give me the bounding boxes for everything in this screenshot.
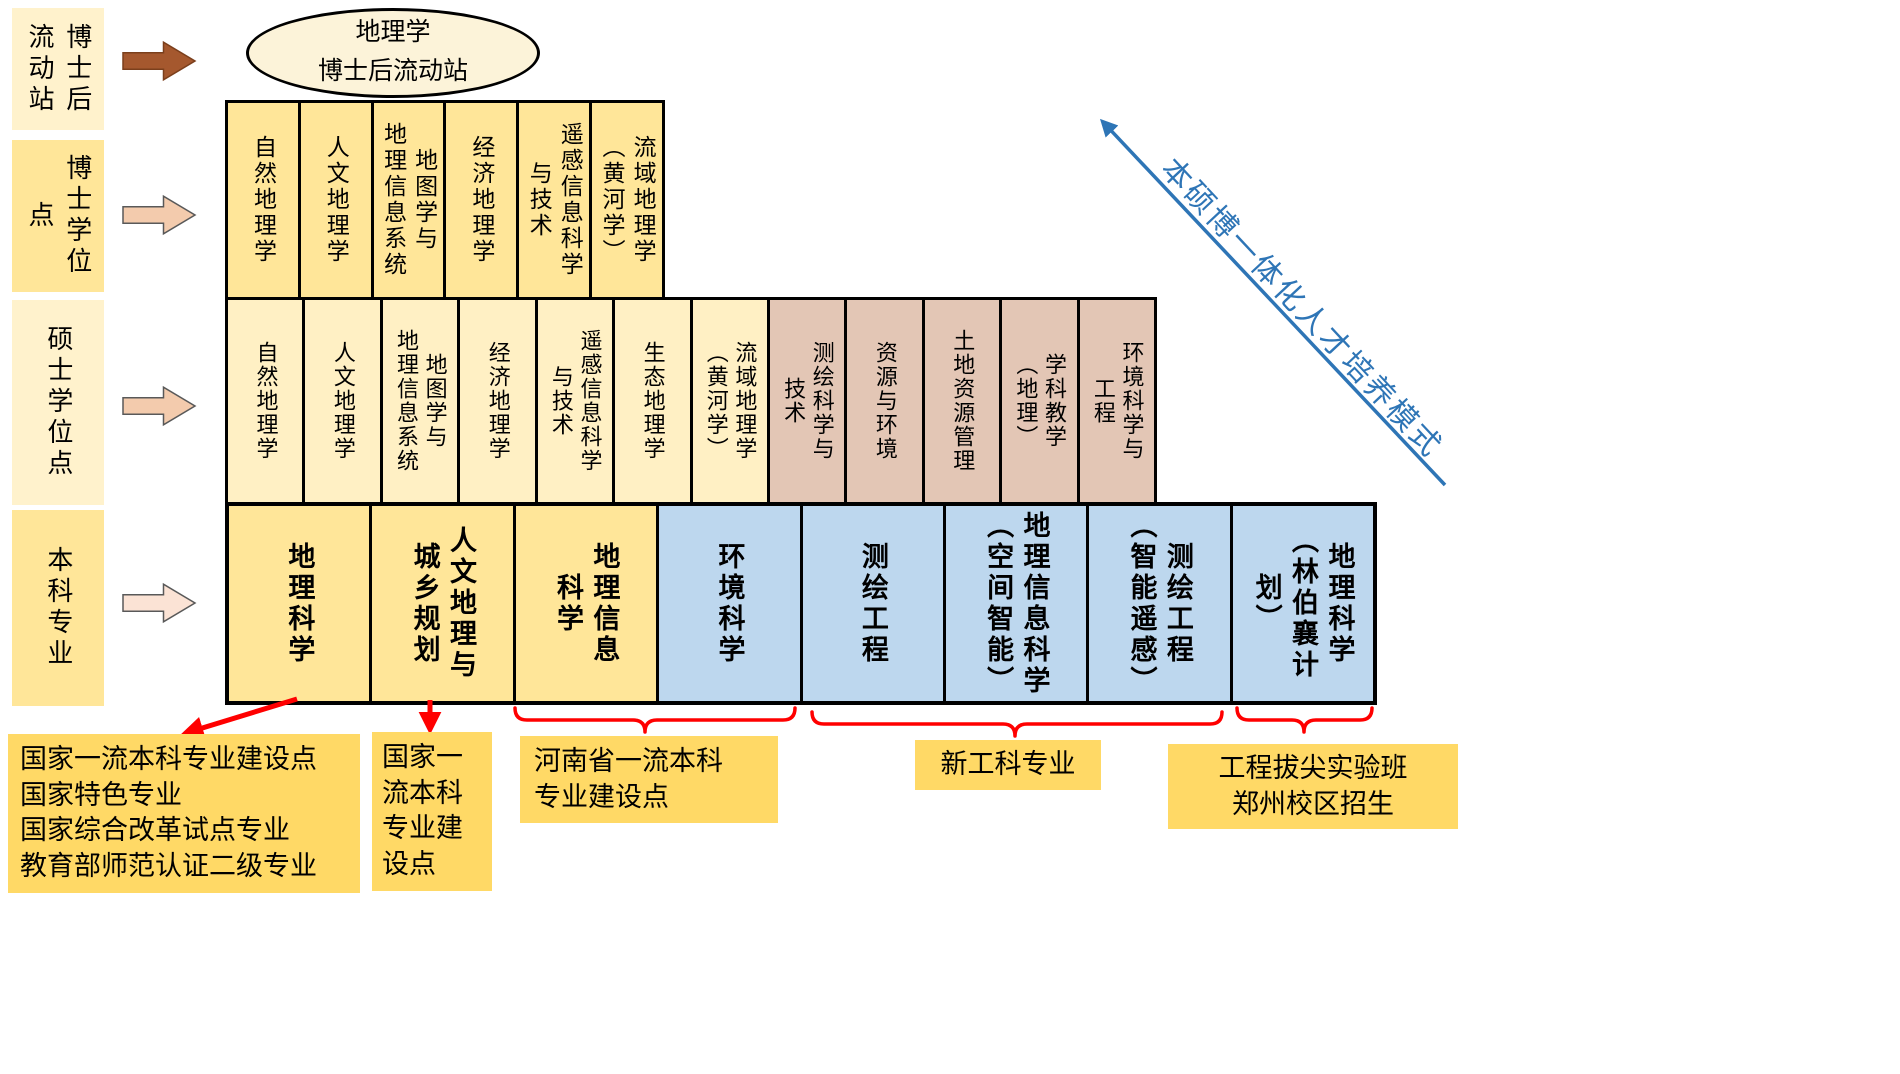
doctoral-program-box-label: 遥感信息科学 与技术 bbox=[526, 122, 583, 278]
master-program-box: 地图学与 地理信息系统 bbox=[382, 300, 461, 502]
doctoral-program-box: 经济地理学 bbox=[446, 103, 520, 297]
note-engineering-top-class: 工程拔尖实验班 郑州校区招生 bbox=[1168, 744, 1458, 830]
note-new-engineering: 新工科专业 bbox=[915, 740, 1101, 790]
note-province-first-class: 河南省一流本科 专业建设点 bbox=[520, 736, 778, 824]
doctoral-program-box: 遥感信息科学 与技术 bbox=[519, 103, 593, 297]
doctoral-program-box-label: 经济地理学 bbox=[468, 135, 494, 265]
postdoc-station-ellipse-text: 地理学 博士后流动站 bbox=[317, 19, 468, 85]
doctoral-program-box: 地图学与 地理信息系统 bbox=[373, 103, 447, 297]
integrated-training-label: 本硕博一体化人才培养模式 bbox=[1154, 152, 1449, 465]
doctoral-program-box-label: 地图学与 地理信息系统 bbox=[380, 122, 437, 278]
undergrad-major-box-label: 环境科学 bbox=[714, 541, 745, 666]
sidebar-label-doctoral: 博士学位点 bbox=[12, 140, 104, 292]
doctoral-program-box: 流域地理学 （黄河学） bbox=[592, 103, 662, 297]
master-program-box: 遥感信息科学 与技术 bbox=[537, 300, 616, 502]
master-program-box-label: 土地资源管理 bbox=[950, 329, 976, 473]
doctoral-program-box-label: 自然地理学 bbox=[250, 135, 276, 265]
postdoc-station-ellipse: 地理学 博士后流动站 bbox=[246, 8, 540, 98]
master-program-box: 生态地理学 bbox=[615, 300, 693, 502]
undergrad-major-box-label: 地理科学 （林伯襄计划） bbox=[1251, 526, 1355, 681]
master-program-box-label: 流域地理学 （黄河学） bbox=[703, 341, 758, 461]
sidebar-label-doctoral-text: 博士学位点 bbox=[25, 154, 92, 278]
sidebar-label-postdoc-station: 博士后 流动站 bbox=[12, 8, 104, 130]
undergrad-major-box: 地理信息 科学 bbox=[515, 506, 660, 701]
sidebar-label-undergrad-text: 本科专业 bbox=[43, 546, 73, 670]
red-brace-province-first-class bbox=[513, 706, 797, 734]
postdoc-block-arrow-icon bbox=[122, 40, 197, 82]
doctoral-row: 自然地理学 人文地理学 地图学与 地理信息系统 经济地理学 遥感信息科学 与技术流域地理… bbox=[225, 100, 665, 300]
master-program-box: 自然地理学 bbox=[228, 300, 306, 502]
master-row: 自然地理学 人文地理学 地图学与 地理信息系统 经济地理学 遥感信息科学 与技术 生态地理… bbox=[225, 297, 1157, 505]
doctoral-program-box-label: 人文地理学 bbox=[323, 135, 349, 265]
master-program-box-label: 自然地理学 bbox=[253, 341, 279, 461]
master-program-box: 经济地理学 bbox=[460, 300, 538, 502]
master-program-box: 测绘科学与 技术 bbox=[769, 300, 848, 502]
doctoral-block-arrow-icon bbox=[122, 194, 197, 236]
undergrad-major-box: 环境科学 bbox=[659, 506, 803, 701]
undergrad-major-box: 地理科学 （林伯襄计划） bbox=[1232, 506, 1373, 701]
master-program-box-label: 地图学与 地理信息系统 bbox=[394, 329, 448, 473]
undergrad-block-arrow-icon bbox=[122, 582, 197, 624]
master-program-box-label: 遥感信息科学 与技术 bbox=[548, 329, 603, 473]
master-program-box: 流域地理学 （黄河学） bbox=[692, 300, 770, 502]
undergrad-major-box: 人文地理与 城乡规划 bbox=[372, 506, 516, 701]
sidebar-label-undergrad: 本科专业 bbox=[12, 510, 104, 706]
master-program-box-label: 人文地理学 bbox=[330, 341, 356, 461]
doctoral-program-box: 自然地理学 bbox=[228, 103, 301, 297]
master-program-box-label: 测绘科学与 技术 bbox=[781, 341, 835, 461]
sidebar-label-master-text: 硕士学位点 bbox=[43, 325, 73, 480]
master-program-box-label: 环境科学与 工程 bbox=[1090, 341, 1145, 461]
master-program-box-label: 资源与环境 bbox=[872, 341, 898, 461]
undergrad-major-box: 测绘工程 （智能遥感） bbox=[1089, 506, 1233, 701]
sidebar-label-master: 硕士学位点 bbox=[12, 300, 104, 505]
master-program-box: 资源与环境 bbox=[847, 300, 925, 502]
master-program-box-label: 经济地理学 bbox=[485, 341, 511, 461]
master-program-box: 土地资源管理 bbox=[924, 300, 1003, 502]
red-brace-engineering-top-class bbox=[1235, 706, 1374, 734]
master-program-box: 学科教学 （地理） bbox=[1002, 300, 1080, 502]
master-program-box: 人文地理学 bbox=[305, 300, 383, 502]
sidebar-label-postdoc-station-text: 博士后 流动站 bbox=[25, 22, 92, 116]
master-program-box-label: 生态地理学 bbox=[640, 341, 666, 461]
doctoral-program-box-label: 流域地理学 （黄河学） bbox=[599, 135, 656, 265]
red-brace-new-engineering bbox=[810, 710, 1224, 738]
undergrad-major-box-label: 测绘工程 （智能遥感） bbox=[1126, 510, 1193, 697]
undergrad-major-box-label: 地理科学 bbox=[284, 541, 315, 666]
master-program-box: 环境科学与 工程 bbox=[1079, 300, 1155, 502]
undergrad-row: 地理科学 人文地理与 城乡规划 地理信息 科学 环境科学 测绘工程 地理信息科学 （空间智… bbox=[225, 502, 1377, 705]
note-national-first-class-2: 国家一流本科专业建设点 bbox=[372, 732, 492, 891]
undergrad-major-box-label: 人文地理与 城乡规划 bbox=[409, 526, 476, 681]
undergrad-major-box-label: 测绘工程 bbox=[857, 541, 888, 666]
undergrad-major-box: 地理信息科学 （空间智能） bbox=[945, 506, 1090, 701]
master-block-arrow-icon bbox=[122, 385, 197, 427]
master-program-box-label: 学科教学 （地理） bbox=[1013, 353, 1068, 449]
note-national-first-class: 国家一流本科专业建设点 国家特色专业 国家综合改革试点专业 教育部师范认证二级专… bbox=[8, 734, 360, 893]
undergrad-major-box-label: 地理信息 科学 bbox=[552, 541, 620, 666]
doctoral-program-box: 人文地理学 bbox=[300, 103, 374, 297]
undergrad-major-box: 测绘工程 bbox=[802, 506, 946, 701]
undergrad-major-box-label: 地理信息科学 （空间智能） bbox=[983, 510, 1050, 697]
undergrad-major-box: 地理科学 bbox=[229, 506, 373, 701]
